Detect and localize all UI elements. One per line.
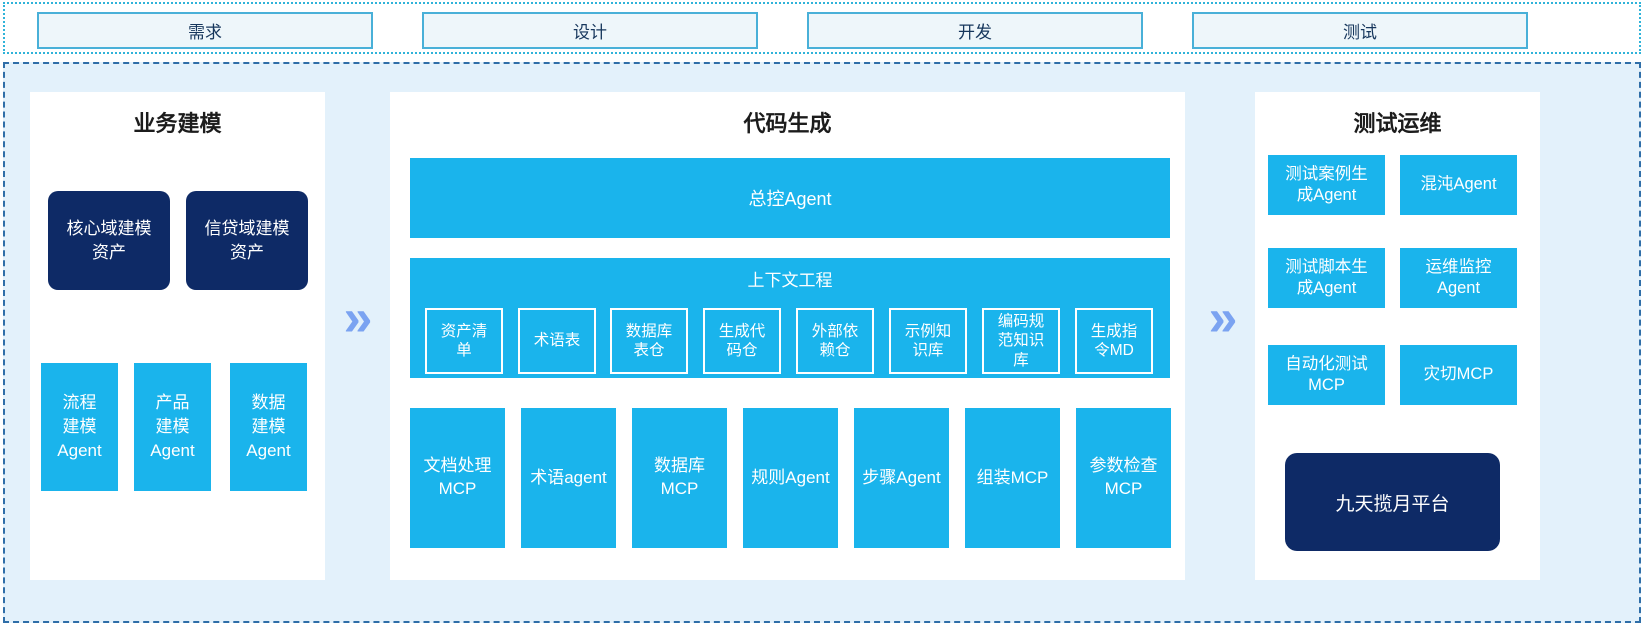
node-chaos-agent: 混沌Agent [1400,155,1517,215]
phase-development: 开发 [807,12,1143,49]
node-parameter-check-mcp: 参数检查 MCP [1076,408,1171,548]
panel-business-modeling: 业务建模 核心域建模 资产 信贷域建模 资产 流程 建模 Agent 产品 建模… [30,92,325,580]
node-coding-standard-knowledge-base: 编码规 范知识 库 [982,308,1060,374]
panel-test-ops: 测试运维 测试案例生 成Agent 混沌Agent 测试脚本生 成Agent 运… [1255,92,1540,580]
node-credit-domain-modeling-assets: 信贷域建模 资产 [186,191,308,290]
node-core-domain-modeling-assets: 核心域建模 资产 [48,191,170,290]
phase-bar: 需求 设计 开发 测试 [3,2,1641,54]
node-rule-agent: 规则Agent [743,408,838,548]
node-jiutian-lanyue-platform: 九天揽月平台 [1285,453,1500,551]
panel-title-business-modeling: 业务建模 [133,111,222,136]
phase-requirements: 需求 [37,12,373,49]
node-generation-instruction-md: 生成指 令MD [1075,308,1153,374]
panel-title-code-generation: 代码生成 [743,111,832,136]
panel-title-test-ops: 测试运维 [1353,111,1442,136]
node-disaster-switch-mcp: 灾切MCP [1400,345,1517,405]
node-example-knowledge-base: 示例知 识库 [889,308,967,374]
node-database-mcp: 数据库 MCP [632,408,727,548]
node-data-modeling-agent: 数据 建模 Agent [230,363,307,491]
node-glossary: 术语表 [518,308,596,374]
group-context-engineering: 上下文工程 资产清 单 术语表 数据库 表仓 生成代 码仓 外部依 赖仓 示例知… [410,258,1170,378]
node-ops-monitoring-agent: 运维监控 Agent [1400,248,1517,308]
node-database-table-repo: 数据库 表仓 [610,308,688,374]
node-generated-code-repo: 生成代 码仓 [703,308,781,374]
node-master-control-agent: 总控Agent [410,158,1170,238]
node-assembly-mcp: 组装MCP [965,408,1060,548]
phase-design: 设计 [422,12,758,49]
node-asset-list: 资产清 单 [425,308,503,374]
node-automated-test-mcp: 自动化测试 MCP [1268,345,1385,405]
main-container: 业务建模 核心域建模 资产 信贷域建模 资产 流程 建模 Agent 产品 建模… [3,62,1641,623]
phase-testing: 测试 [1192,12,1528,49]
node-glossary-agent: 术语agent [521,408,616,548]
node-process-modeling-agent: 流程 建模 Agent [41,363,118,491]
node-test-case-generation-agent: 测试案例生 成Agent [1268,155,1385,215]
node-external-dependency-repo: 外部依 赖仓 [796,308,874,374]
node-document-processing-mcp: 文档处理 MCP [410,408,505,548]
node-step-agent: 步骤Agent [854,408,949,548]
node-test-script-generation-agent: 测试脚本生 成Agent [1268,248,1385,308]
node-product-modeling-agent: 产品 建模 Agent [134,363,211,491]
group-title-context-engineering: 上下文工程 [747,271,833,290]
panel-code-generation: 代码生成 总控Agent 上下文工程 资产清 单 术语表 数据库 表仓 生成代 … [390,92,1185,580]
arrow-right-icon: » [343,289,373,347]
arrow-right-icon: » [1208,289,1238,347]
